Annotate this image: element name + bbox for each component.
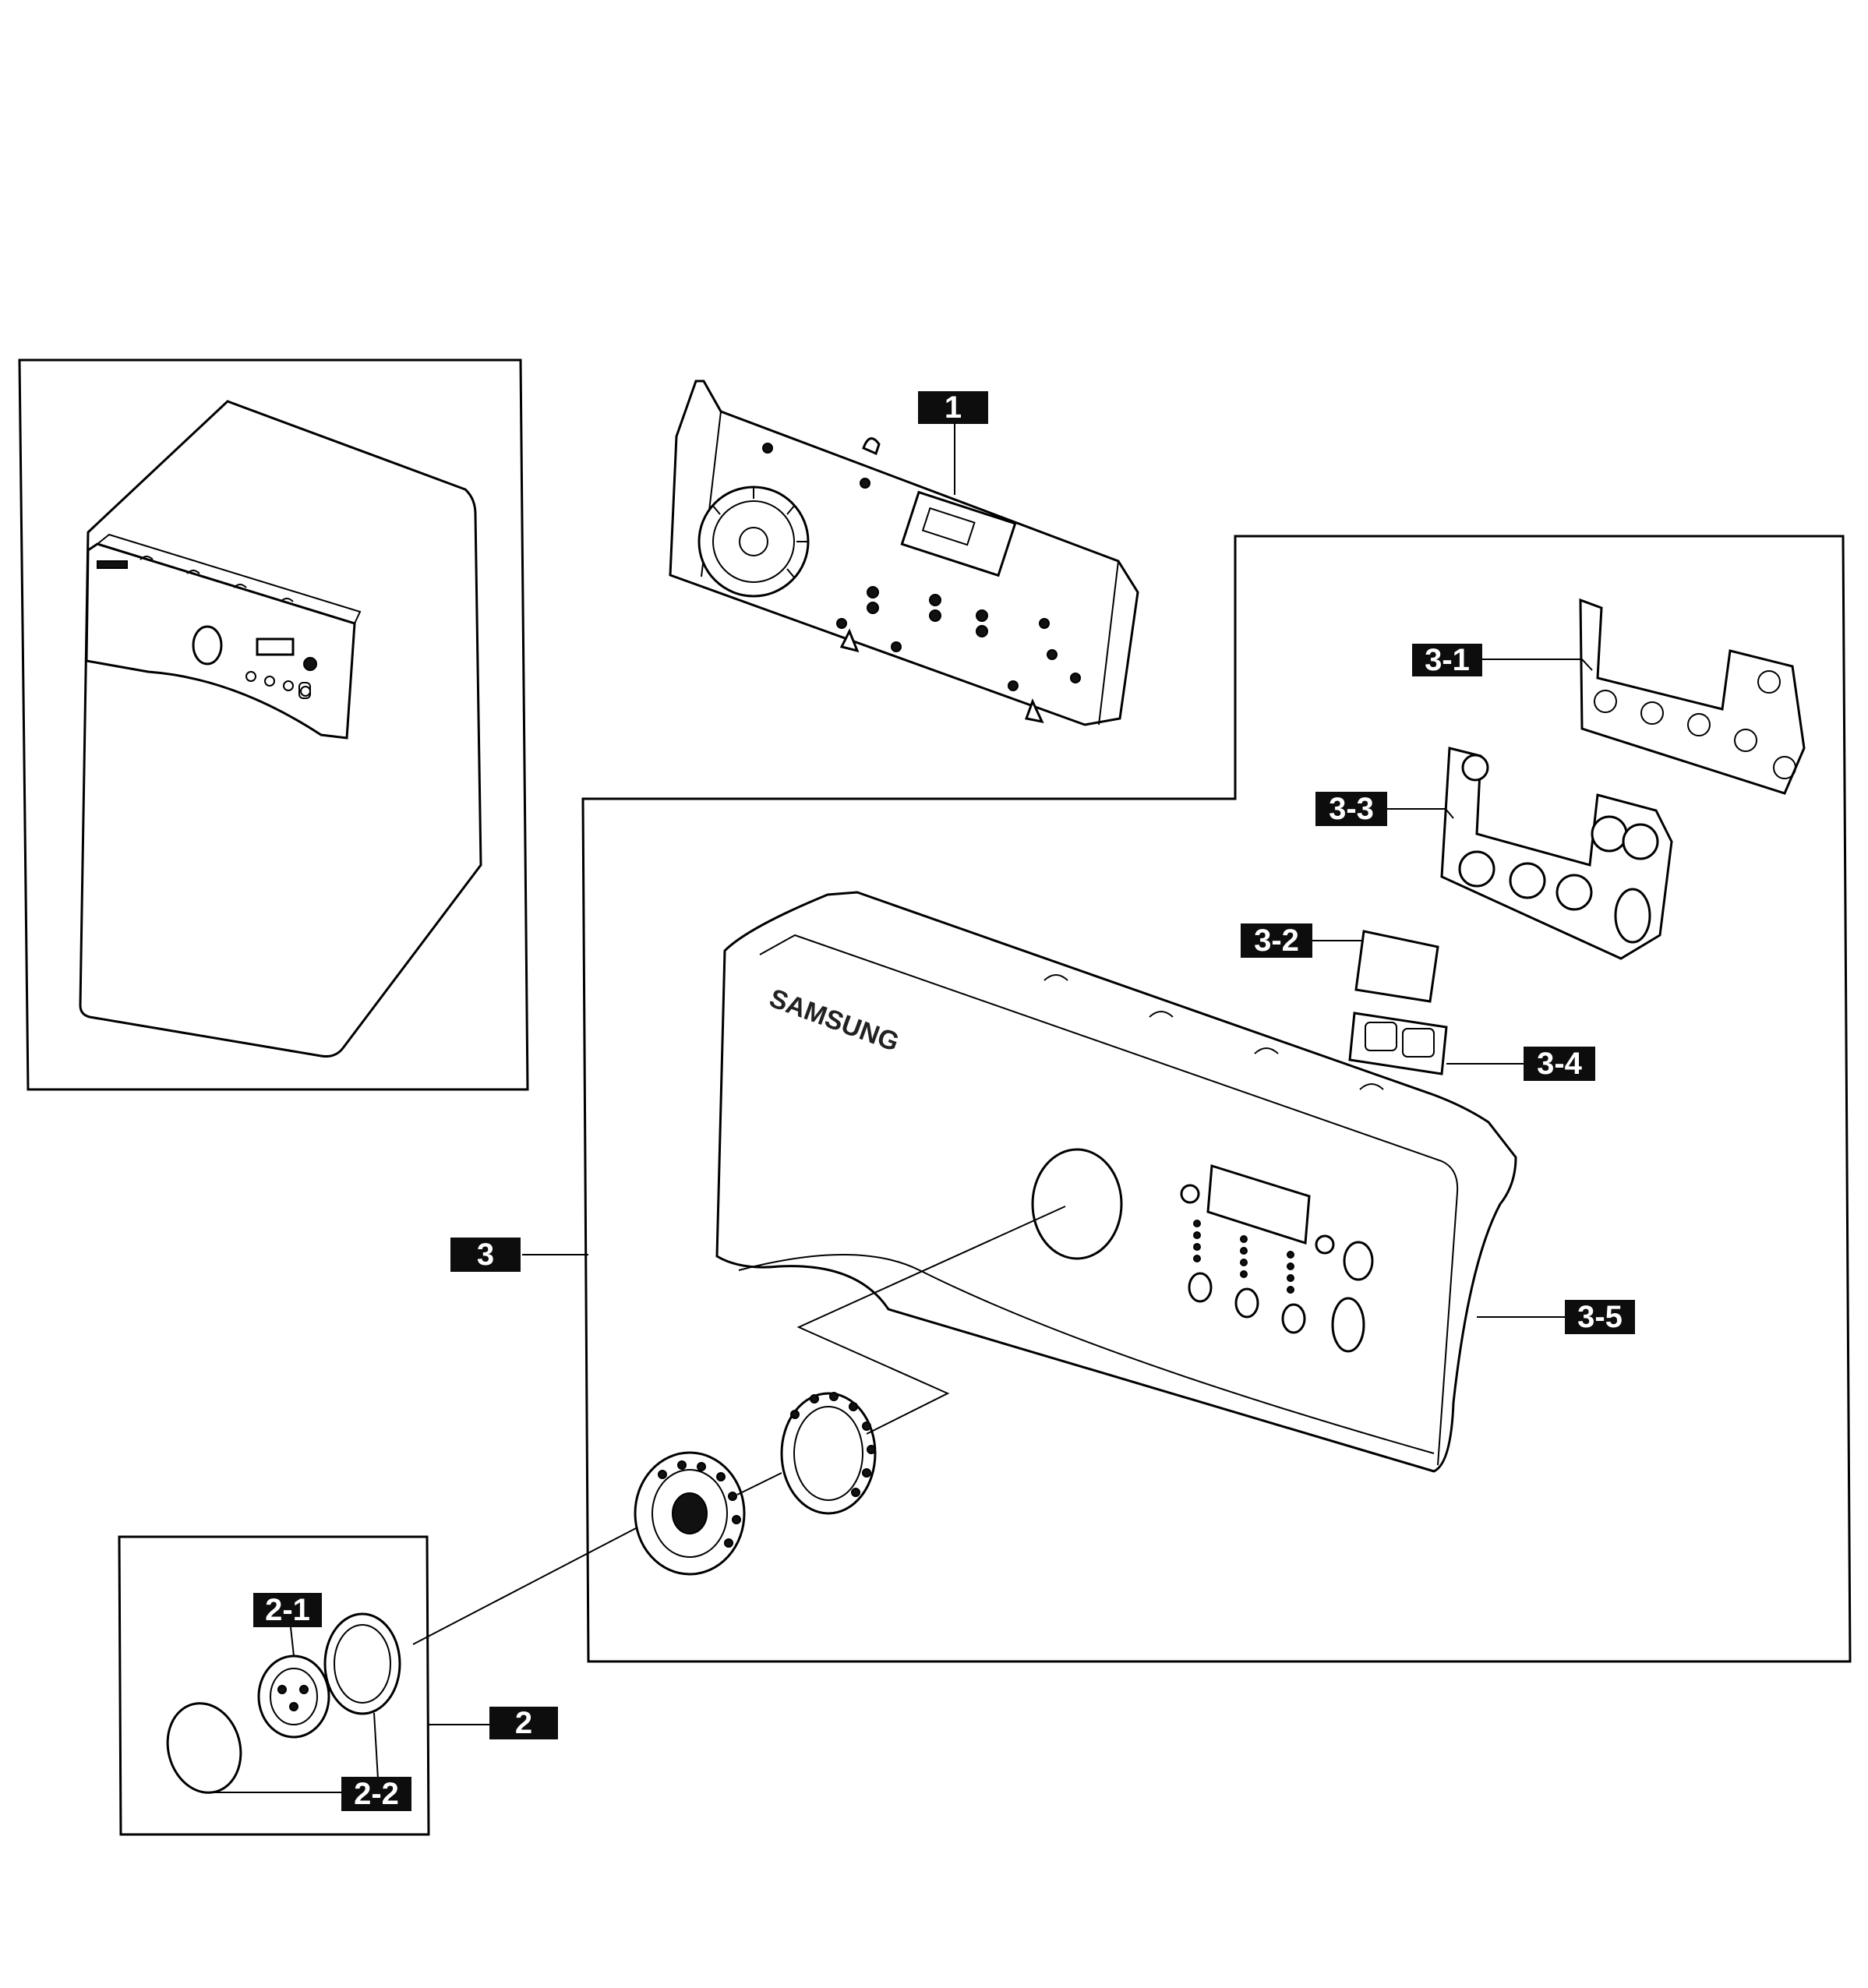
- dial-opening: [1031, 1148, 1123, 1260]
- knob-assembly-box: [118, 1535, 430, 1836]
- callout-label: 3-4: [1537, 1047, 1583, 1081]
- callout-3-4: 3-4: [1524, 1047, 1595, 1081]
- dial-encoder: [634, 1451, 746, 1576]
- mini-dial: [192, 625, 223, 666]
- pcb-display-module: [900, 490, 1017, 577]
- callout-2-1: 2-1: [253, 1593, 322, 1627]
- callout-label: 1: [945, 390, 962, 425]
- callout-3-2: 3-2: [1241, 923, 1312, 958]
- callout-label: 2-2: [354, 1777, 399, 1811]
- callout-label: 3-3: [1329, 792, 1374, 826]
- led-holder-3-4: [1348, 1012, 1448, 1075]
- mini-display: [256, 637, 295, 656]
- knob-cap: [166, 1702, 242, 1794]
- callout-label: 3-2: [1254, 923, 1299, 958]
- callout-leaders: [429, 421, 1593, 1725]
- callout-label: 2: [515, 1706, 532, 1740]
- pcb-assembly: [669, 380, 1139, 726]
- mini-brand-label: [97, 560, 128, 569]
- callout-2: 2: [489, 1706, 558, 1740]
- pcb-selector-dial: [697, 486, 810, 598]
- callout-3-5: 3-5: [1565, 1300, 1635, 1334]
- knob-ring: [323, 1612, 401, 1715]
- display-window-3-2: [1354, 930, 1439, 1003]
- button-holder-3-1: [1579, 598, 1806, 795]
- callout-3: 3: [450, 1238, 521, 1272]
- callout-3-1: 3-1: [1412, 643, 1482, 677]
- callout-1: 1: [918, 390, 988, 425]
- front-panel-assembly-box: SAMSUNG: [412, 535, 1852, 1663]
- callout-label: 3: [477, 1238, 494, 1272]
- callout-label: 2-1: [265, 1593, 310, 1627]
- washer-overview-panel: [18, 358, 529, 1091]
- callout-3-3: 3-3: [1315, 792, 1387, 826]
- button-rubber-3-3: [1440, 747, 1673, 960]
- dial-ring: [780, 1392, 877, 1515]
- control-panel-3-5: SAMSUNG: [715, 891, 1517, 1473]
- callout-2-2: 2-2: [341, 1777, 411, 1811]
- callout-label: 3-1: [1425, 643, 1470, 677]
- callout-label: 3-5: [1577, 1300, 1623, 1334]
- display-opening: [1206, 1164, 1311, 1245]
